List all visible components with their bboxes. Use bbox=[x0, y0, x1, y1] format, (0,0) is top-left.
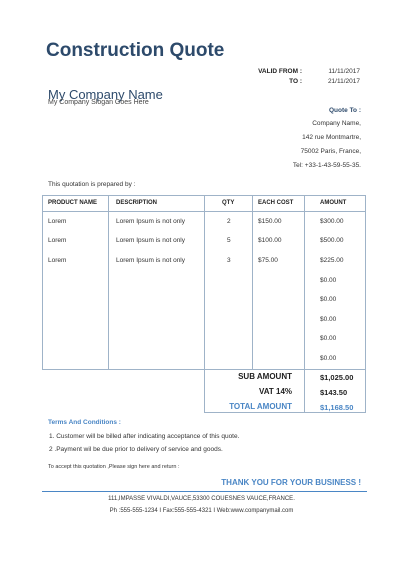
cell-qty: 2 bbox=[227, 218, 231, 225]
cell-description: Lorem Ipsum is not only bbox=[116, 218, 186, 225]
column-header-qty: QTY bbox=[222, 200, 235, 206]
totals-box bbox=[204, 370, 366, 413]
quote-table: PRODUCT NAME DESCRIPTION QTY EACH COST A… bbox=[42, 195, 367, 415]
totals-divider bbox=[304, 370, 305, 413]
cell-amount: $0.00 bbox=[320, 296, 337, 303]
page-title: Construction Quote bbox=[46, 40, 225, 61]
cell-description: Lorem Ipsum is not only bbox=[116, 257, 186, 264]
cell-amount: $500.00 bbox=[320, 237, 344, 244]
valid-from-label: VALID FROM : bbox=[258, 68, 302, 75]
column-header-amount: AMOUNT bbox=[320, 200, 347, 206]
column-header-product: PRODUCT NAME bbox=[48, 200, 97, 206]
to-value: 21/11/2017 bbox=[327, 78, 360, 85]
cell-amount: $300.00 bbox=[320, 218, 344, 225]
prepared-by-label: This quotation is prepared by : bbox=[48, 181, 136, 188]
total-amount-value: $1,168.50 bbox=[320, 403, 354, 412]
quote-to-label: Quote To : bbox=[328, 107, 361, 114]
cell-product: Lorem bbox=[48, 218, 67, 225]
footer-contact: Ph :555-555-1234 I Fax:555-555-4321 I We… bbox=[109, 508, 294, 514]
cell-each-cost: $75.00 bbox=[258, 257, 278, 264]
cell-qty: 5 bbox=[227, 237, 231, 244]
company-name: My Company Name bbox=[48, 87, 163, 102]
total-amount-label: TOTAL AMOUNT bbox=[229, 402, 292, 411]
quote-to-line: Tel: +33-1-43-59-55-35. bbox=[292, 162, 361, 169]
sub-amount-label: SUB AMOUNT bbox=[238, 372, 292, 381]
company-slogan: My Company Slogan Goes Here bbox=[48, 99, 149, 106]
terms-item: 2 .Payment wil be due prior to delivery … bbox=[49, 446, 223, 453]
quote-to-line: 142 rue Montmartre, bbox=[302, 134, 361, 141]
cell-qty: 3 bbox=[227, 257, 231, 264]
footer-address: 111,IMPASSE VIVALDI,VAUCE,53300 COUESNES… bbox=[108, 496, 295, 502]
column-header-each-cost: EACH COST bbox=[258, 200, 294, 206]
quote-to-line: 75002 Paris, France, bbox=[300, 148, 361, 155]
cell-product: Lorem bbox=[48, 237, 67, 244]
valid-from-value: 11/11/2017 bbox=[328, 68, 360, 75]
cell-product: Lorem bbox=[48, 257, 67, 264]
terms-item: 1. Customer will be billed after indicat… bbox=[49, 433, 240, 440]
column-header-description: DESCRIPTION bbox=[116, 200, 158, 206]
column-divider bbox=[252, 195, 253, 370]
thank-you-message: THANK YOU FOR YOUR BUSINESS ! bbox=[221, 478, 361, 487]
cell-amount: $225.00 bbox=[320, 257, 344, 264]
quote-to-line: Company Name, bbox=[312, 120, 361, 127]
terms-title: Terms And Conditions : bbox=[48, 419, 121, 426]
cell-amount: $0.00 bbox=[320, 355, 337, 362]
footer-divider bbox=[42, 491, 367, 492]
cell-description: Lorem Ipsum is not only bbox=[116, 237, 186, 244]
cell-amount: $0.00 bbox=[320, 335, 337, 342]
column-divider bbox=[304, 195, 305, 370]
to-label: TO : bbox=[289, 78, 302, 85]
column-divider bbox=[204, 195, 205, 370]
vat-label: VAT 14% bbox=[258, 387, 292, 396]
vat-value: $143.50 bbox=[320, 388, 348, 397]
cell-each-cost: $150.00 bbox=[258, 218, 282, 225]
column-divider bbox=[108, 195, 109, 370]
accept-instruction: To accept this quotation ,Please sign he… bbox=[48, 464, 180, 470]
cell-each-cost: $100.00 bbox=[258, 237, 282, 244]
cell-amount: $0.00 bbox=[320, 277, 337, 284]
sub-amount-value: $1,025.00 bbox=[320, 373, 354, 382]
cell-amount: $0.00 bbox=[320, 316, 337, 323]
